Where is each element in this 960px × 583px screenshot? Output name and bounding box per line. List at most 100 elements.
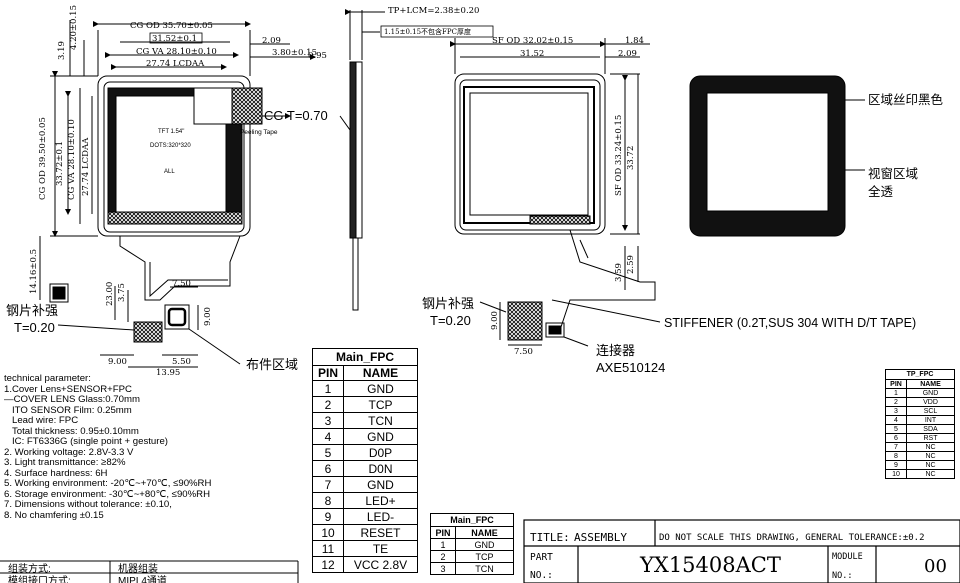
tech-line: 2. Working voltage: 2.8V-3.3 V bbox=[4, 446, 134, 458]
label-stiffener: STIFFENER (0.2T,SUS 304 WITH D/T TAPE) bbox=[664, 316, 916, 330]
small-fpc-title: Main_FPC bbox=[430, 513, 514, 527]
label-connector-2: AXE510124 bbox=[596, 360, 665, 375]
pin-name-cell: NC bbox=[906, 469, 955, 479]
pin-name-cell: VDD bbox=[906, 397, 955, 407]
dim-cg-inner-h: 33.72±0.1 bbox=[55, 141, 65, 186]
tech-line: ITO SENSOR Film: 0.25mm bbox=[12, 404, 132, 416]
back-view bbox=[450, 38, 661, 347]
tech-line: technical parameter: bbox=[4, 373, 91, 384]
dim-sf-od-h: SF OD 33.24±0.15 bbox=[614, 115, 624, 196]
pin-name-cell: GND bbox=[343, 428, 418, 445]
label-component-area: 布件区域 bbox=[246, 357, 298, 372]
part-label-1: PART bbox=[530, 552, 553, 563]
label-tft-size: TFT 1.54" bbox=[158, 129, 184, 135]
technical-parameters: technical parameter: 1.Cover Lens+SENSOR… bbox=[4, 373, 294, 521]
pin-pin-cell: 2 bbox=[885, 397, 907, 407]
dim-lcd-aa-w: 27.74 LCDAA bbox=[146, 59, 205, 69]
tech-line: —COVER LENS Glass:0.70mm bbox=[4, 394, 140, 405]
dim-209-left: 2.09 bbox=[262, 36, 281, 46]
pin-name-cell: SDA bbox=[906, 424, 955, 434]
pin-pin-cell: 10 bbox=[312, 524, 344, 541]
pin-pin-cell: 12 bbox=[312, 556, 344, 573]
tech-line: Total thickness: 0.95±0.10mm bbox=[12, 425, 139, 437]
tech-line: Lead wire: FPC bbox=[12, 415, 79, 426]
dim-cg-od-h: CG OD 39.50±0.05 bbox=[38, 117, 48, 200]
label-tft-all: ALL bbox=[164, 169, 175, 175]
label-connector-1: 连接器 bbox=[596, 343, 635, 358]
pin-name-cell: LED+ bbox=[343, 492, 418, 509]
pin-pin-cell: 8 bbox=[312, 492, 344, 509]
spec-assembly-value: 机器组装 bbox=[118, 562, 158, 575]
dim-359: 3.59 bbox=[614, 263, 624, 282]
dim-375: 3.75 bbox=[117, 283, 127, 302]
dim-left-1416: 14.16±0.5 bbox=[29, 249, 39, 294]
pin-pin-cell: 2 bbox=[430, 550, 456, 563]
small-fpc-header-name: NAME bbox=[455, 526, 514, 539]
title-label: TITLE: bbox=[530, 531, 570, 544]
main-fpc-title: Main_FPC bbox=[312, 348, 418, 366]
pin-name-cell: RESET bbox=[343, 524, 418, 541]
dim-sf-3152: 31.52 bbox=[520, 49, 544, 59]
tp-fpc-header-pin: PIN bbox=[885, 379, 907, 389]
dim-cg-va-h: CG VA 28.10±0.10 bbox=[67, 119, 77, 200]
label-steel-right-1: 钢片补强 bbox=[422, 296, 474, 311]
pin-pin-cell: 2 bbox=[312, 396, 344, 413]
label-silk-black: 区域丝印黑色 bbox=[868, 92, 944, 107]
side-view bbox=[339, 9, 385, 311]
tech-line: 7. Dimensions without tolerance: ±0.10, bbox=[4, 499, 172, 510]
pin-name-cell: NC bbox=[906, 442, 955, 452]
pin-name-cell: D0N bbox=[343, 460, 418, 477]
tech-line: 4. Surface hardness: 6H bbox=[4, 467, 108, 479]
tech-line: 5. Working environment: -20℃~+70℃, ≤90%R… bbox=[4, 478, 212, 489]
callout-labels: CG T=0.70 Peeling Tape TFT 1.54" DOTS:32… bbox=[6, 92, 944, 375]
dim-184: 1.84 bbox=[625, 36, 644, 46]
pin-name-cell: GND bbox=[455, 538, 514, 551]
tech-line: 1.Cover Lens+SENSOR+FPC bbox=[4, 383, 132, 395]
fpc-note-box bbox=[380, 25, 494, 38]
label-steel-left-1: 钢片补强 bbox=[6, 303, 58, 318]
dim-750-left: 7.50 bbox=[172, 279, 191, 289]
pin-pin-cell: 1 bbox=[885, 388, 907, 398]
dim-left-420: 4.20±0.15 bbox=[69, 5, 79, 50]
pin-pin-cell: 4 bbox=[885, 415, 907, 425]
label-cg-t: CG T=0.70 bbox=[264, 108, 328, 123]
label-peeling-tape: Peeling Tape bbox=[240, 129, 278, 136]
tech-line: 8. No chamfering ±0.15 bbox=[4, 509, 104, 521]
module-number: 00 bbox=[924, 556, 947, 577]
part-number: YX15408ACT bbox=[639, 553, 781, 577]
pin-name-cell: INT bbox=[906, 415, 955, 425]
pin-pin-cell: 3 bbox=[885, 406, 907, 416]
pin-name-cell: GND bbox=[343, 476, 418, 493]
dim-top-overall: TP+LCM=2.38±0.20 bbox=[388, 6, 479, 16]
dim-sf-3372: 33.72 bbox=[626, 146, 636, 170]
dim-259: 2.59 bbox=[626, 255, 636, 274]
pin-name-cell: VCC 2.8V bbox=[343, 556, 418, 573]
front-view bbox=[39, 20, 316, 368]
pin-name-cell: GND bbox=[906, 388, 955, 398]
pin-pin-cell: 3 bbox=[430, 562, 456, 575]
dim-cg-inner-w: 31.52±0.1 bbox=[152, 34, 197, 44]
spec-interface-value: MIPI 4通道 bbox=[118, 574, 167, 583]
pin-name-cell: D0P bbox=[343, 444, 418, 461]
dim-lcd-aa-h: 27.74 LCDAA bbox=[81, 137, 91, 196]
dimension-labels: TP+LCM=2.38±0.20 1.15±0.15不包含FPC厚度 CG OD… bbox=[29, 5, 644, 378]
dim-900-left-v: 9.00 bbox=[203, 307, 213, 326]
pin-name-cell: TE bbox=[343, 540, 418, 557]
